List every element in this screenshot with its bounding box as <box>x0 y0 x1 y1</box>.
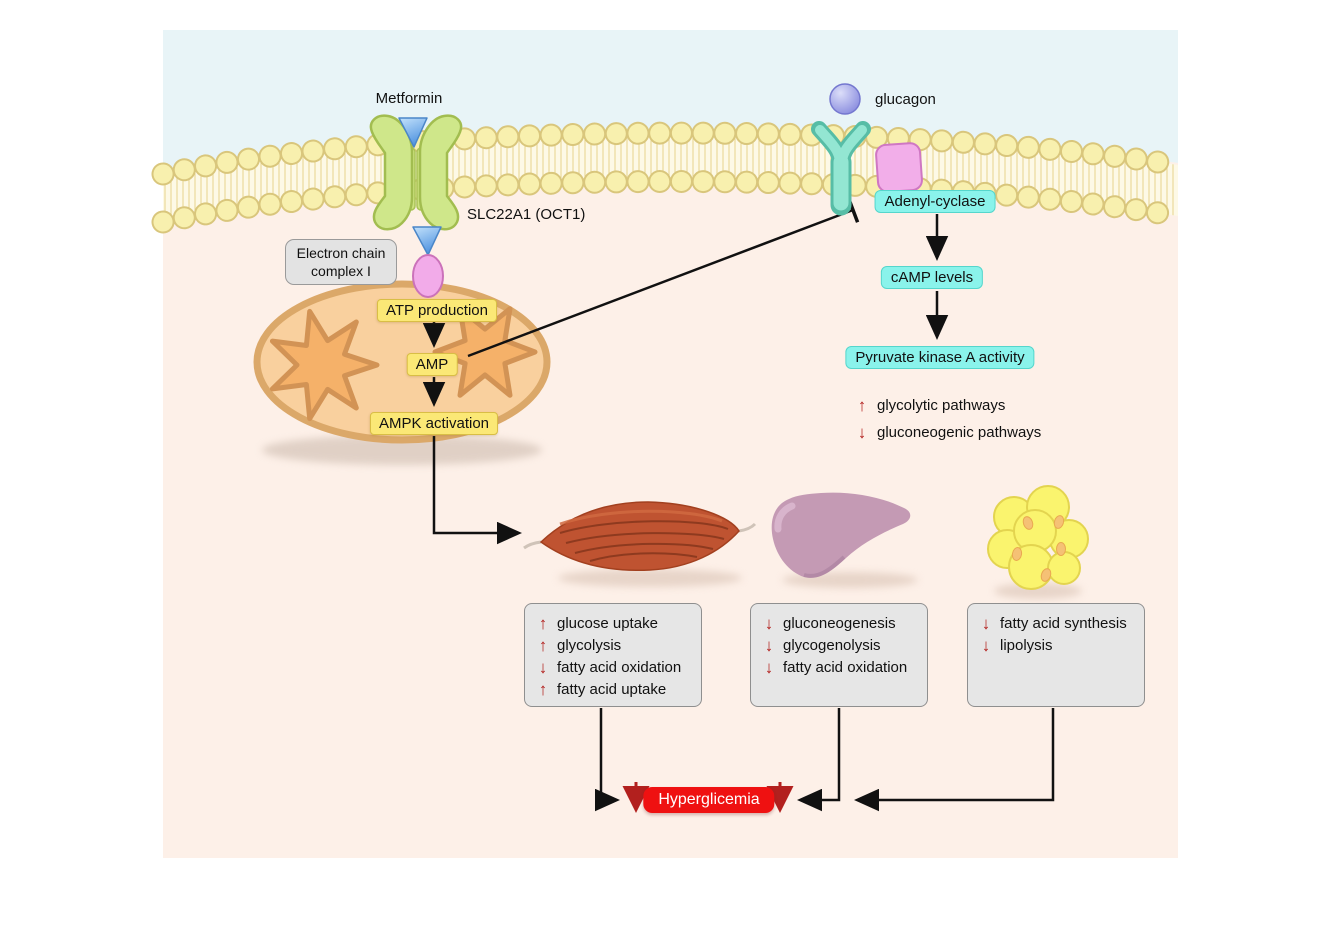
up-arrow-icon: ↑ <box>538 679 548 699</box>
effect-row: ↓ fatty acid oxidation <box>537 656 689 678</box>
electron-chain-line1: Electron chain <box>296 245 386 261</box>
mitochondrion-shadow <box>262 435 542 465</box>
glucagon-label: glucagon <box>875 91 936 108</box>
down-arrow-icon: ↓ <box>981 613 991 633</box>
amp-box: AMP <box>406 353 458 376</box>
transporter-label: SLC22A1 (OCT1) <box>467 206 586 223</box>
glucagon-receptor-icon <box>811 83 923 216</box>
arrow-muscle-to-outcome <box>595 708 620 812</box>
down-arrow-icon: ↓ <box>981 635 991 655</box>
fat-cells-illustration <box>987 485 1089 599</box>
up-arrow-icon: ↑ <box>538 613 548 633</box>
pyruvate-kinase-box: Pyruvate kinase A activity <box>845 346 1035 369</box>
effect-row: ↑ glycolysis <box>537 634 689 656</box>
atp-production-box: ATP production <box>376 299 498 322</box>
muscle-illustration <box>523 501 757 587</box>
down-arrow-icon: ↓ <box>857 422 867 442</box>
effect-label: fatty acid oxidation <box>783 658 908 676</box>
muscle-effects-box: ↑ glucose uptake ↑ glycolysis ↓ fatty ac… <box>524 603 702 707</box>
effect-row: ↑ fatty acid uptake <box>537 678 689 700</box>
glycolytic-pathways-row: ↑ glycolytic pathways <box>856 395 1006 415</box>
ampk-activation-box: AMPK activation <box>369 412 499 435</box>
mitochondrion-illustration <box>253 280 551 465</box>
effect-label: gluconeogenesis <box>783 614 896 632</box>
liver-illustration <box>771 492 918 588</box>
effect-label: glucose uptake <box>557 614 658 632</box>
glycolytic-pathways-label: glycolytic pathways <box>877 396 1006 414</box>
electron-chain-line2: complex I <box>311 263 371 279</box>
metformin-label: Metformin <box>375 90 443 107</box>
electron-chain-complex-box: Electron chain complex I <box>285 239 397 285</box>
glucagon-molecule-icon <box>829 83 861 115</box>
down-arrow-icon: ↓ <box>764 657 774 677</box>
effect-label: fatty acid uptake <box>557 680 667 698</box>
down-arrow-icon: ↓ <box>764 635 774 655</box>
effect-label: fatty acid oxidation <box>557 658 682 676</box>
effect-row: ↓ fatty acid oxidation <box>763 656 915 678</box>
liver-effects-box: ↓ gluconeogenesis ↓ glycogenolysis ↓ fat… <box>750 603 928 707</box>
camp-levels-box: cAMP levels <box>880 266 984 289</box>
adenyl-cyclase-box: Adenyl-cyclase <box>874 190 996 213</box>
down-arrow-icon: ↓ <box>764 613 774 633</box>
metformin-molecule-icon <box>398 117 428 148</box>
gluconeogenic-pathways-row: ↓ gluconeogenic pathways <box>856 422 1042 442</box>
effect-row: ↓ glycogenolysis <box>763 634 915 656</box>
adipose-effects-box: ↓ fatty acid synthesis ↓ lipolysis <box>967 603 1145 707</box>
gluconeogenic-pathways-label: gluconeogenic pathways <box>877 423 1042 441</box>
effect-label: lipolysis <box>1000 636 1053 654</box>
flow-arrows <box>422 197 1055 812</box>
down-arrow-icon: ↓ <box>538 657 548 677</box>
arrow-adipose-to-outcome <box>854 708 1055 812</box>
outcome-arrows <box>622 782 794 813</box>
crista-right <box>432 306 538 398</box>
complex-one-icon <box>412 226 444 298</box>
transporter-icon <box>369 114 463 231</box>
effect-label: glycolysis <box>557 636 622 654</box>
effect-label: glycogenolysis <box>783 636 881 654</box>
metformin-molecule-icon-2 <box>412 226 442 256</box>
arrow-ampk-to-tissues <box>432 436 522 545</box>
effect-row: ↑ glucose uptake <box>537 612 689 634</box>
crista-left <box>269 308 380 422</box>
inhibition-line-amp-to-adenyl <box>467 208 854 358</box>
effect-row: ↓ gluconeogenesis <box>763 612 915 634</box>
up-arrow-icon: ↑ <box>857 395 867 415</box>
effect-row: ↓ fatty acid synthesis <box>980 612 1132 634</box>
effect-label: fatty acid synthesis <box>1000 614 1127 632</box>
arrow-liver-to-outcome <box>797 708 841 812</box>
effect-row: ↓ lipolysis <box>980 634 1132 656</box>
up-arrow-icon: ↑ <box>538 635 548 655</box>
adenylyl-cyclase-icon <box>875 142 923 193</box>
hyperglycemia-box: Hyperglicemia <box>643 787 775 813</box>
